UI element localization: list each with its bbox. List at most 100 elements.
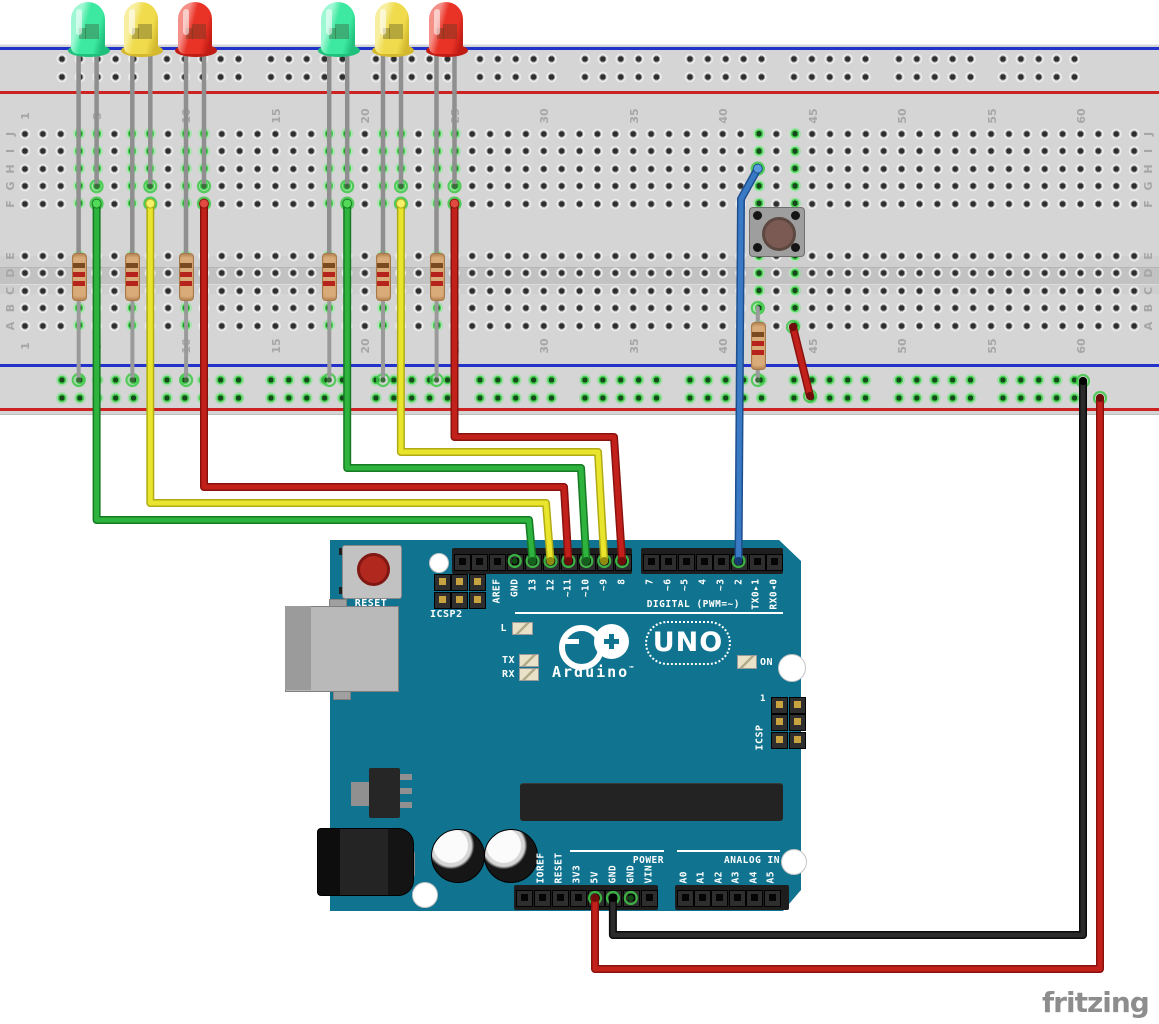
power-rail-hole-group (366, 389, 457, 407)
header-pin (748, 553, 766, 571)
power-rail-hole-group (471, 371, 561, 389)
header-pin (677, 553, 695, 571)
led-green-1[interactable] (67, 0, 111, 64)
mounting-hole (778, 654, 806, 682)
resistor-band (72, 281, 85, 286)
resistor-220[interactable] (71, 253, 87, 301)
resistor-band (430, 263, 443, 268)
resistor-band (430, 272, 443, 277)
led-highlight (183, 9, 189, 35)
led-on-label: ON (760, 657, 774, 668)
wire-black-gnd-to-rail[interactable] (610, 378, 1086, 938)
wire-green-led4-to-pin10[interactable] (344, 201, 589, 564)
digital-caption-line (515, 612, 783, 614)
wire-end-cap (199, 198, 209, 209)
bottom-rail-red-line (0, 408, 1159, 411)
power-rail-hole-group (889, 50, 980, 68)
resistor-220[interactable] (125, 253, 141, 301)
led-highlight (380, 9, 386, 35)
resistor-220[interactable] (750, 322, 766, 370)
power-rail-hole-group (889, 389, 980, 407)
wire-end-cap (342, 198, 353, 209)
power-rail-hole-group (680, 68, 771, 86)
power-rail-hole-group (366, 68, 457, 86)
power-rail-hole-group (471, 389, 561, 407)
header-pin (711, 890, 729, 907)
power-rail-hole-group (785, 50, 875, 68)
resistor-220[interactable] (179, 253, 195, 301)
net-highlight-ring (623, 890, 638, 906)
power-rail-hole-group (680, 389, 771, 407)
top-rail-blue-line (0, 47, 1159, 50)
icsp2-pin (451, 592, 468, 609)
resistor-220[interactable] (322, 253, 338, 301)
wire-red-led6-to-pin8[interactable] (452, 201, 625, 564)
capacitor (484, 829, 538, 883)
resistor-220[interactable] (429, 253, 445, 301)
resistor-body (429, 253, 445, 301)
icsp-pin (788, 696, 806, 714)
breadboard-hole-row (16, 194, 1144, 213)
resistor-lead-tip (183, 377, 189, 383)
led-die (389, 24, 403, 39)
pushbutton-cap[interactable] (762, 217, 796, 251)
wire-red-led6-to-pin8-outline (450, 199, 627, 565)
regulator-pin (398, 802, 412, 808)
led-green-2[interactable] (317, 0, 361, 64)
wire-blue-button-to-pin2[interactable] (736, 166, 761, 564)
wire-yellow-led5-to-pin9[interactable] (398, 201, 607, 564)
wire-red-led3-to-pin11[interactable] (201, 201, 571, 564)
reset-button-cap[interactable] (357, 553, 390, 586)
wire-end-cap (1079, 377, 1087, 385)
led-red-1[interactable] (174, 0, 218, 64)
led-red-2[interactable] (425, 0, 469, 64)
power-rail-hole-group (680, 50, 771, 68)
led-tx-indicator (519, 654, 539, 667)
led-leg-tip (94, 183, 100, 189)
net-highlight-ring (507, 553, 522, 569)
led-yellow-2[interactable] (371, 0, 415, 64)
header-pin (660, 553, 678, 571)
breadboard-hole-row (16, 177, 1144, 196)
resistor-body (322, 253, 338, 301)
header-pin (763, 890, 781, 907)
net-highlight-column (785, 125, 804, 214)
regulator-pin (398, 774, 412, 780)
resistor-lead-tip (380, 377, 386, 383)
power-caption-line (570, 850, 664, 852)
header-pin (695, 553, 713, 571)
resistor-220[interactable] (376, 253, 391, 301)
led-leg-tip (201, 183, 207, 189)
minus-icon (565, 639, 579, 644)
led-die (335, 24, 350, 39)
led-die-post (383, 28, 390, 39)
wire-red-button-to-rail[interactable] (790, 324, 813, 399)
icsp-pin1-label: 1 (760, 694, 766, 704)
resistor-band (751, 341, 764, 346)
wire-red-5v-to-rail[interactable] (592, 395, 1103, 972)
arduino-brand: Arduino™ (552, 663, 636, 681)
resistor-band (72, 272, 85, 277)
resistor-lead-tip (326, 377, 332, 383)
led-leg-tip (451, 183, 458, 189)
wire-green-led1-to-pin13[interactable] (94, 201, 536, 564)
power-rail-hole-group (576, 389, 666, 407)
uno-model-badge: UNO (645, 621, 731, 665)
wire-end-cap (1096, 394, 1104, 402)
icsp2-label: ICSP2 (430, 609, 463, 620)
regulator-tab (351, 782, 370, 806)
power-rail-hole-group (889, 68, 980, 86)
wire-green-led1-to-pin13-outline (92, 199, 537, 565)
digital-caption: DIGITAL (PWM=~) (646, 599, 740, 610)
icsp2-pin (468, 573, 486, 591)
pushbutton[interactable] (749, 207, 805, 257)
resistor-band (126, 272, 139, 277)
power-rail-hole-group (994, 371, 1084, 389)
led-yellow-1[interactable] (120, 0, 164, 64)
wire-end-cap (564, 557, 573, 565)
power-rail-hole-group (994, 389, 1084, 407)
wire-end-cap (734, 557, 743, 565)
wire-yellow-led2-to-pin12[interactable] (147, 201, 553, 564)
